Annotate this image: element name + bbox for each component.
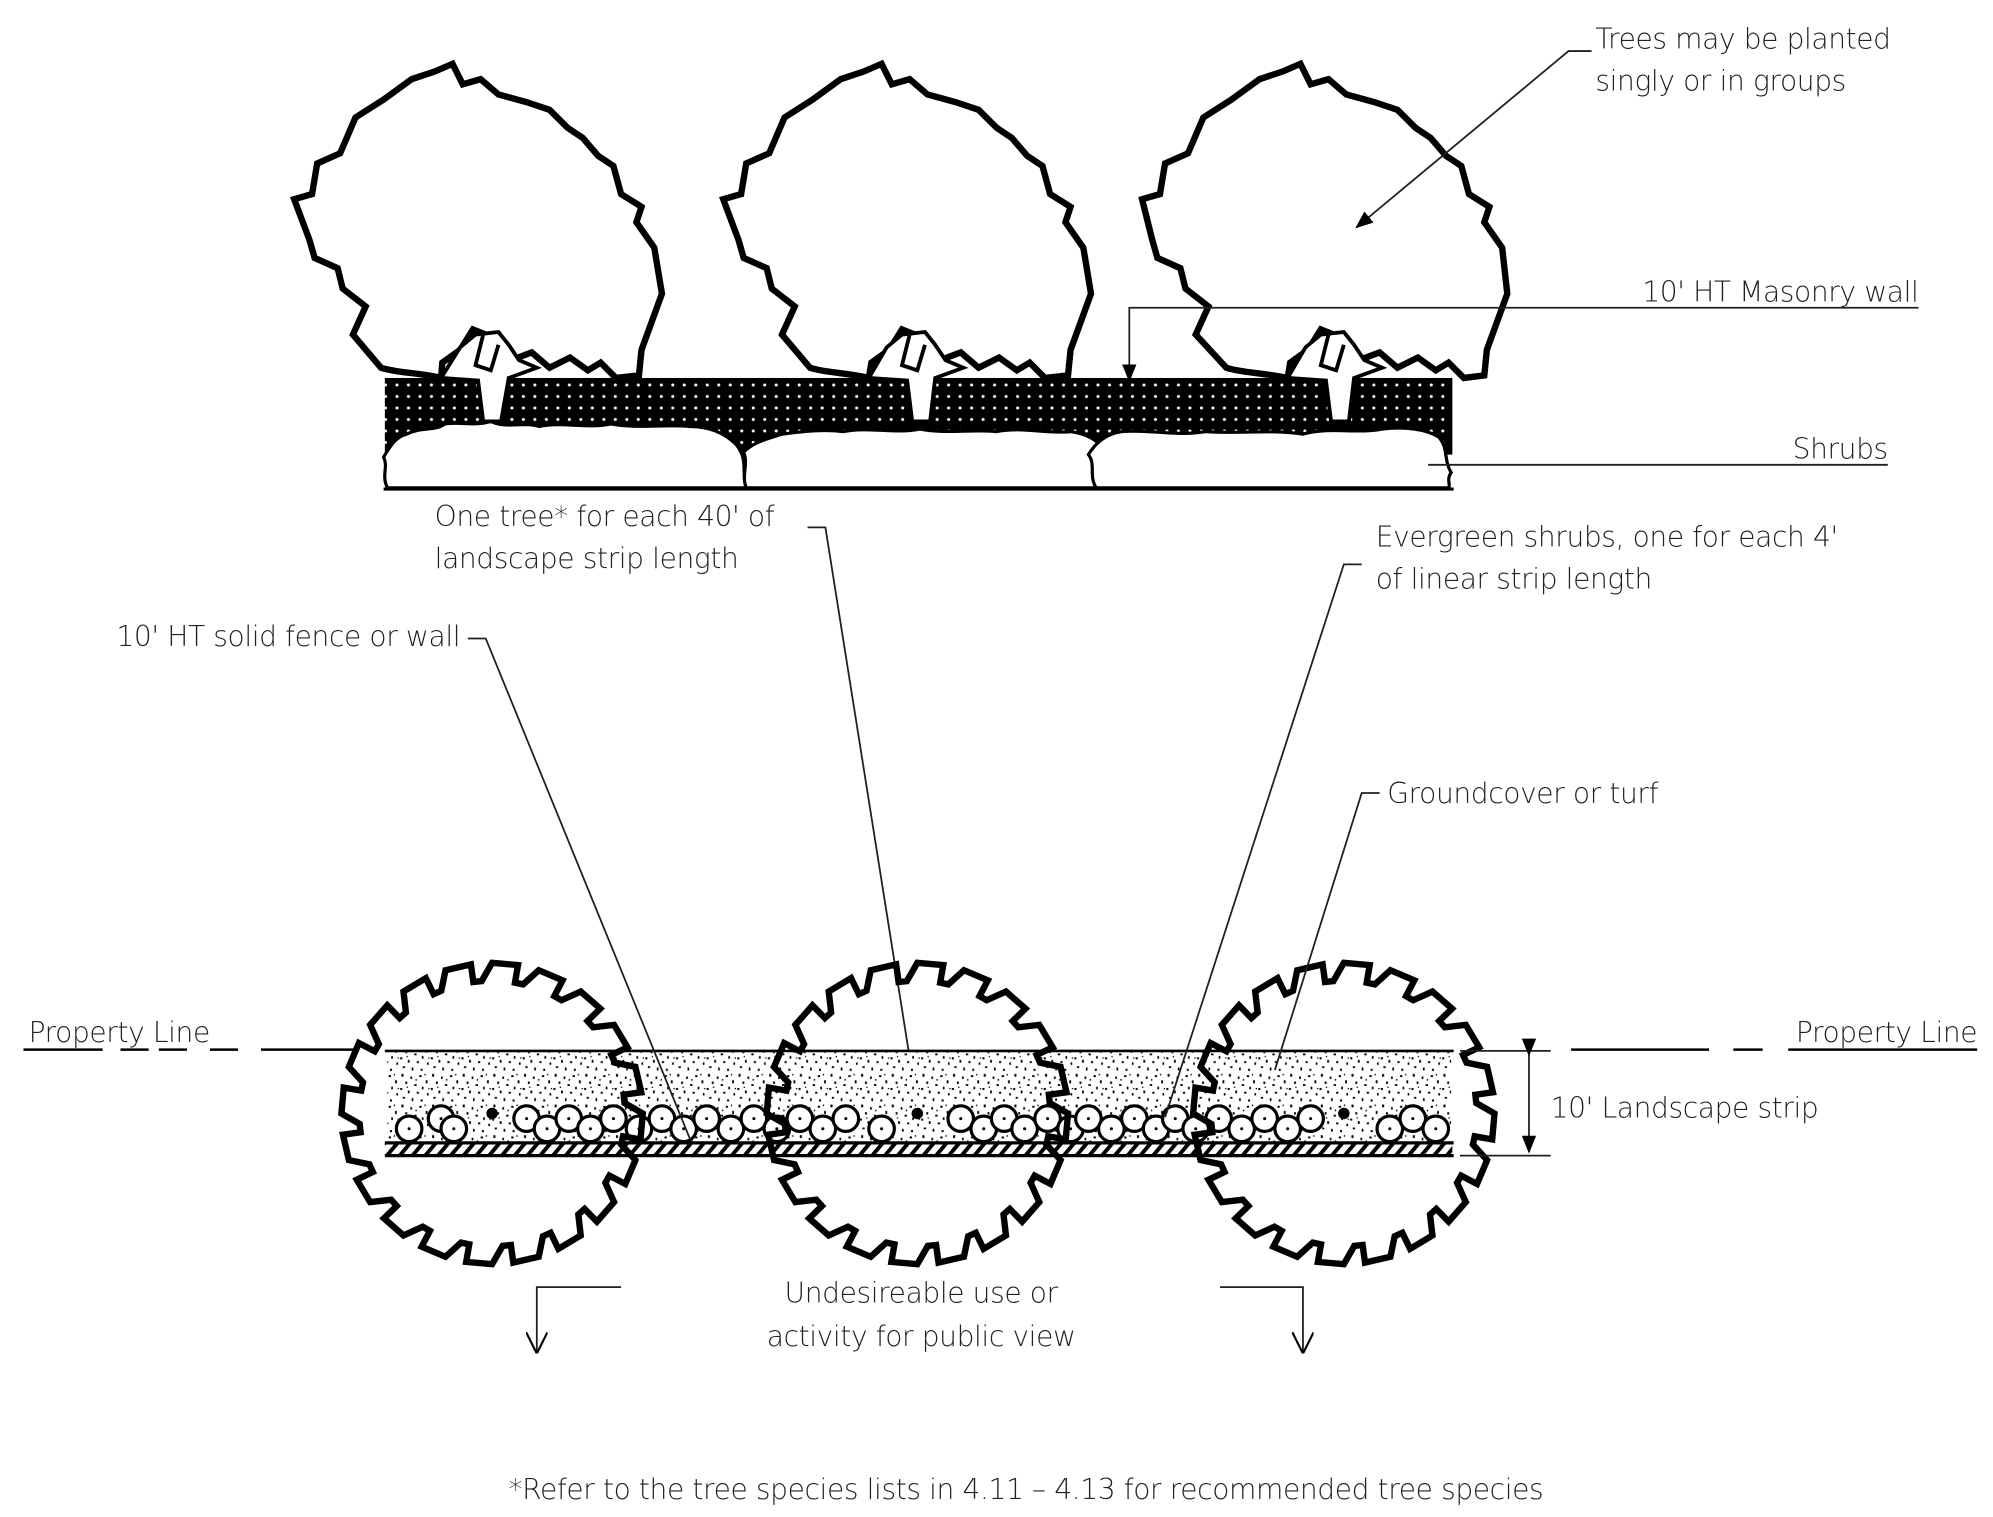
shrub-center-dot xyxy=(705,1117,709,1121)
tree-branch xyxy=(899,334,927,373)
shrub-mass xyxy=(1086,426,1453,490)
undesirable-label-line2: activity for public view xyxy=(767,1320,1076,1353)
trees-planted-leader xyxy=(1355,50,1592,229)
shrub-center-dot xyxy=(1086,1117,1090,1121)
plan-trees xyxy=(338,959,1498,1268)
shrub-center-dot xyxy=(880,1127,884,1131)
shrub-center-dot xyxy=(775,1127,779,1131)
shrub-center-dot xyxy=(982,1127,986,1131)
shrub-center-dot xyxy=(1217,1117,1221,1121)
solid-fence xyxy=(384,1144,1453,1155)
tree-trunk xyxy=(437,329,543,424)
shrub-center-dot xyxy=(798,1117,802,1121)
evergreen-leader xyxy=(1164,563,1362,1118)
evergreen-label: Evergreen shrubs, one for each 4' xyxy=(1376,521,1838,554)
shrub-center-dot xyxy=(1411,1117,1415,1121)
footnote: *Refer to the tree species lists in 4.11… xyxy=(508,1473,1543,1506)
shrub-center-dot xyxy=(821,1127,825,1131)
shrub-center-dot xyxy=(844,1117,848,1121)
one-tree-label: One tree* for each 40' of xyxy=(435,500,775,533)
landscape-strip-label: 10' Landscape strip xyxy=(1551,1091,1819,1124)
plan-tree-canopy xyxy=(1189,959,1498,1268)
one-tree-leader xyxy=(807,526,919,1106)
undesirable-label: Undesireable use or xyxy=(785,1276,1059,1309)
tree-trunk xyxy=(865,329,969,424)
tree-trunk xyxy=(1284,329,1388,424)
trees-planted-label: Trees may be planted xyxy=(1595,23,1890,56)
shrub-center-dot xyxy=(611,1117,615,1121)
shrub-center-dot xyxy=(752,1117,756,1121)
shrubs-label: Shrubs xyxy=(1793,432,1888,465)
shrub-center-dot xyxy=(407,1127,411,1131)
shrub-center-dot xyxy=(1132,1117,1136,1121)
property-line-left-label: Property Line xyxy=(29,1016,210,1049)
plan-tree-canopy xyxy=(763,959,1072,1268)
tree-center-dot xyxy=(911,1107,924,1120)
shrub-center-dot xyxy=(1240,1127,1244,1131)
groundcover-label: Groundcover or turf xyxy=(1387,777,1658,810)
shrub-center-dot xyxy=(1023,1127,1027,1131)
elevation-view: Trees may be planted singly or in groups… xyxy=(289,23,1919,1106)
elevation-tree xyxy=(1138,59,1511,424)
shrub-center-dot xyxy=(729,1127,733,1131)
groundcover-leader xyxy=(1274,792,1380,1071)
shrub-center-dot xyxy=(588,1127,592,1131)
tree-canopy xyxy=(1138,59,1511,382)
shrub-center-dot xyxy=(1109,1127,1113,1131)
shrub-center-dot xyxy=(1173,1117,1177,1121)
tree-canopy xyxy=(719,59,1095,382)
elevation-tree xyxy=(719,59,1095,424)
shrub-center-dot xyxy=(682,1127,686,1131)
tree-center-dot xyxy=(486,1107,498,1120)
shrub-center-dot xyxy=(439,1117,443,1121)
shrub-center-dot xyxy=(660,1117,664,1121)
shrub-center-dot xyxy=(1002,1117,1006,1121)
view-arrow-left xyxy=(537,1286,622,1354)
shrub-center-dot xyxy=(545,1127,549,1131)
shrub-center-dot xyxy=(1388,1127,1392,1131)
trees-planted-label-line2: singly or in groups xyxy=(1595,65,1846,98)
shrub-center-dot xyxy=(1434,1127,1438,1131)
plan-view: Property Line Property Line 10' Landscap… xyxy=(23,521,1978,1354)
shrub-center-dot xyxy=(1194,1127,1198,1131)
view-arrow-right xyxy=(1219,1286,1303,1354)
shrub-mass xyxy=(381,419,749,490)
shrub-center-dot xyxy=(525,1117,529,1121)
one-tree-label-line2: landscape strip length xyxy=(435,542,739,575)
evergreen-label-line2: of linear strip length xyxy=(1376,563,1652,596)
tree-center-dot xyxy=(1338,1107,1350,1120)
property-line-right-label: Property Line xyxy=(1796,1016,1977,1049)
shrub-mass xyxy=(741,427,1109,490)
plan-tree-canopy xyxy=(338,959,647,1268)
shrub-center-dot xyxy=(452,1127,456,1131)
elevation-shrubs xyxy=(381,419,1453,490)
fence-leader xyxy=(467,637,691,1140)
shrub-center-dot xyxy=(1309,1117,1313,1121)
fence-label: 10' HT solid fence or wall xyxy=(116,620,460,653)
tree-canopy xyxy=(289,59,666,383)
shrub-center-dot xyxy=(567,1117,571,1121)
tree-branch xyxy=(473,334,501,373)
shrub-center-dot xyxy=(1263,1117,1267,1121)
shrub-center-dot xyxy=(1154,1127,1158,1131)
masonry-wall-leader xyxy=(1122,306,1919,383)
shrub-center-dot xyxy=(1046,1117,1050,1121)
masonry-wall-label: 10' HT Masonry wall xyxy=(1642,275,1918,308)
elevation-tree xyxy=(289,59,666,424)
shrub-center-dot xyxy=(959,1117,963,1121)
tree-branch xyxy=(1318,334,1346,373)
shrub-center-dot xyxy=(1286,1127,1290,1131)
